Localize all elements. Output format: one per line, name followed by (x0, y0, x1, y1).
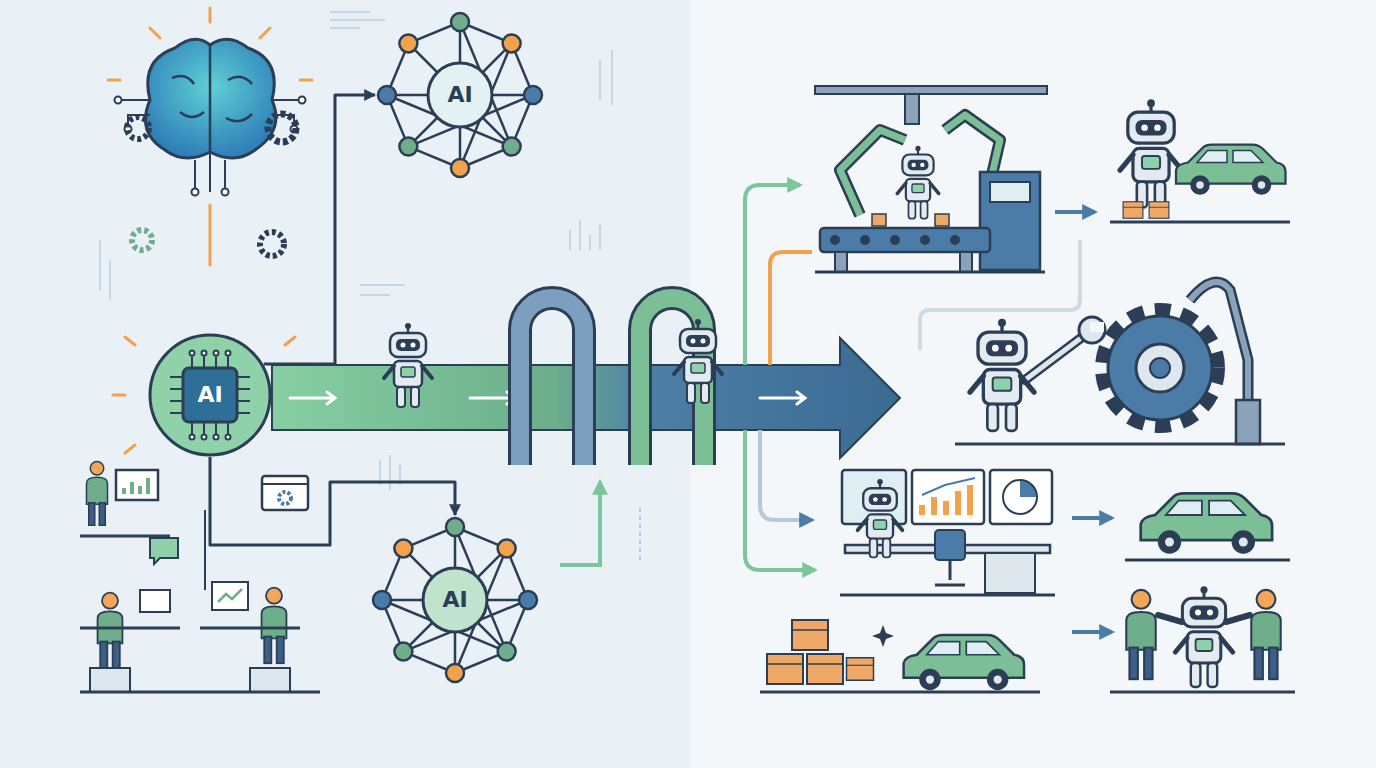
robot (970, 319, 1034, 431)
brain-icon (108, 8, 312, 265)
arches (520, 298, 704, 465)
small-arrows (1055, 212, 1112, 632)
ai-chip-circle: AI (148, 333, 272, 457)
robot (858, 479, 903, 557)
band-arrows (290, 392, 805, 404)
robot (897, 146, 939, 219)
robot (384, 323, 432, 407)
ai-network-node: AI (370, 515, 540, 685)
box (1149, 202, 1169, 219)
node-label: AI (197, 384, 222, 406)
people (80, 462, 320, 693)
box (1123, 202, 1143, 219)
monitor-desk (840, 470, 1055, 595)
gear-repair (955, 282, 1285, 444)
connector (264, 95, 375, 364)
connector (210, 457, 455, 545)
node-label: AI (442, 589, 467, 611)
factory (815, 86, 1047, 272)
up-arrow (639, 505, 641, 560)
ai-network-node: AI (375, 10, 545, 180)
robot (1120, 99, 1182, 207)
car (1176, 145, 1286, 195)
delivery (760, 620, 1040, 692)
node-label: AI (447, 84, 472, 106)
car (1141, 493, 1272, 553)
handshake (1110, 586, 1295, 692)
up-arrow (560, 482, 600, 565)
robot (674, 319, 722, 403)
